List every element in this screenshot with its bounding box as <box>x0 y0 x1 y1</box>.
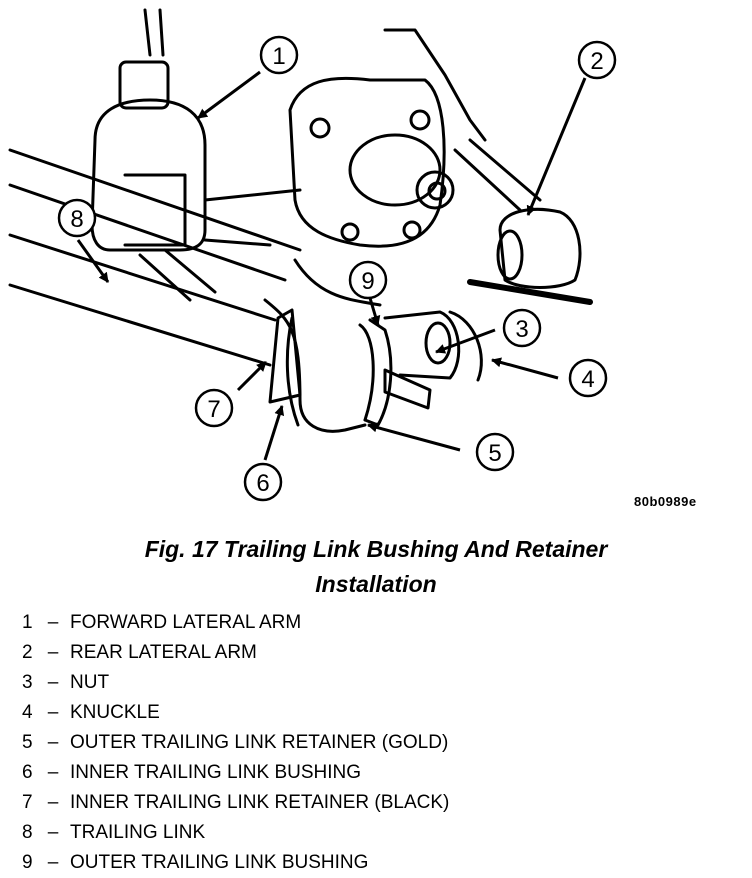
legend-item-label: FORWARD LATERAL ARM <box>70 612 302 633</box>
svg-text:2: 2 <box>590 48 603 75</box>
legend-item-number: 2 <box>22 642 33 663</box>
callout-8: 8 <box>57 198 97 238</box>
svg-text:5: 5 <box>488 440 501 467</box>
legend-separator: – <box>47 822 59 843</box>
legend-item: 6–INNER TRAILING LINK BUSHING <box>22 758 449 788</box>
svg-text:8: 8 <box>70 206 83 233</box>
legend-item-number: 9 <box>22 852 33 873</box>
svg-text:6: 6 <box>256 470 269 497</box>
leader-1 <box>197 70 261 120</box>
legend-separator: – <box>47 732 59 753</box>
svg-text:9: 9 <box>361 268 374 295</box>
svg-text:1: 1 <box>272 43 285 70</box>
legend-item-label: REAR LATERAL ARM <box>70 642 257 663</box>
legend-item-number: 6 <box>22 762 33 783</box>
figure-caption-line1: Fig. 17 Trailing Link Bushing And Retain… <box>144 536 608 562</box>
callout-2: 2 <box>577 40 617 80</box>
legend-separator: – <box>47 672 59 693</box>
callout-circles: 1 2 3 4 5 6 7 8 <box>57 35 617 502</box>
callout-1: 1 <box>259 35 299 75</box>
callout-3: 3 <box>502 308 542 348</box>
leader-5 <box>367 422 461 452</box>
leader-8 <box>76 239 110 283</box>
callout-7: 7 <box>194 388 234 428</box>
parts-legend: 1–FORWARD LATERAL ARM 2–REAR LATERAL ARM… <box>22 608 449 878</box>
figure-caption-line2: Installation <box>315 571 437 597</box>
legend-item: 8–TRAILING LINK <box>22 818 449 848</box>
leader-2 <box>526 77 587 216</box>
svg-text:3: 3 <box>515 316 528 343</box>
suspension-diagram: 1 2 3 4 5 6 7 8 <box>8 8 617 502</box>
legend-separator: – <box>47 702 59 723</box>
legend-separator: – <box>47 792 59 813</box>
legend-item: 2–REAR LATERAL ARM <box>22 638 449 668</box>
callout-9: 9 <box>348 260 388 300</box>
callout-4: 4 <box>568 358 608 398</box>
legend-item-label: NUT <box>70 672 110 693</box>
svg-text:4: 4 <box>581 366 594 393</box>
legend-item-number: 5 <box>22 732 33 753</box>
legend-item: 4–KNUCKLE <box>22 698 449 728</box>
legend-item: 5–OUTER TRAILING LINK RETAINER (GOLD) <box>22 728 449 758</box>
legend-separator: – <box>47 852 59 873</box>
legend-item-label: INNER TRAILING LINK RETAINER (BLACK) <box>70 792 450 813</box>
leader-9 <box>368 297 381 326</box>
leader-4 <box>491 357 559 380</box>
drawing-artwork <box>8 8 593 433</box>
legend-item-label: INNER TRAILING LINK BUSHING <box>70 762 362 783</box>
leader-3 <box>435 328 496 354</box>
callout-leaders <box>76 70 587 461</box>
callout-5: 5 <box>475 432 515 472</box>
legend-item-label: OUTER TRAILING LINK RETAINER (GOLD) <box>70 732 449 753</box>
leader-7 <box>236 360 268 392</box>
legend-item-label: TRAILING LINK <box>70 822 206 843</box>
callout-6: 6 <box>243 462 283 502</box>
legend-separator: – <box>47 642 59 663</box>
legend-separator: – <box>47 762 59 783</box>
figure-reference-code: 80b0989e <box>634 494 697 509</box>
legend-item-number: 7 <box>22 792 33 813</box>
legend-item-label: KNUCKLE <box>70 702 160 723</box>
legend-separator: – <box>47 612 59 633</box>
leader-6 <box>263 405 285 461</box>
legend-item: 9–OUTER TRAILING LINK BUSHING <box>22 848 449 878</box>
legend-item-number: 1 <box>22 612 33 633</box>
svg-text:7: 7 <box>207 396 220 423</box>
legend-item: 1–FORWARD LATERAL ARM <box>22 608 449 638</box>
legend-item-number: 3 <box>22 672 33 693</box>
legend-item-number: 4 <box>22 702 33 723</box>
legend-item-number: 8 <box>22 822 33 843</box>
legend-item-label: OUTER TRAILING LINK BUSHING <box>70 852 369 873</box>
legend-item: 7–INNER TRAILING LINK RETAINER (BLACK) <box>22 788 449 818</box>
legend-item: 3–NUT <box>22 668 449 698</box>
